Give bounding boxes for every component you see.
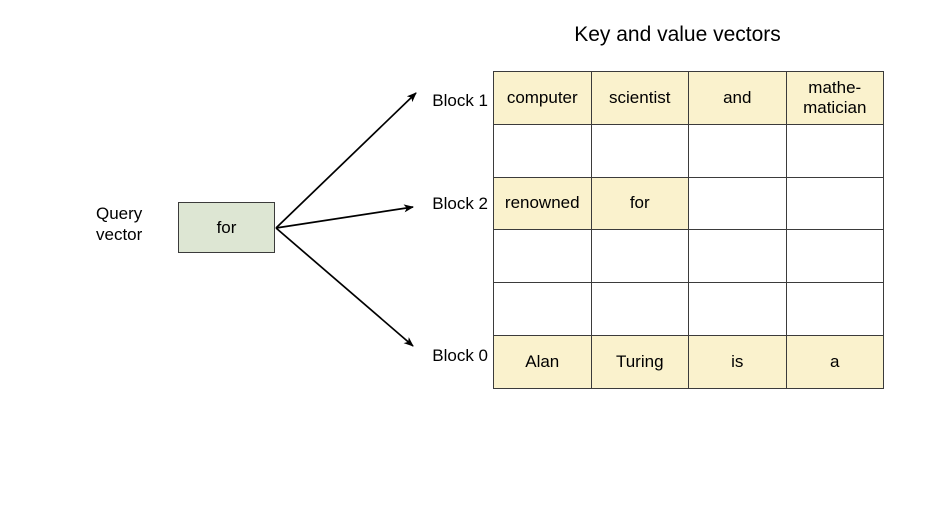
table-cell[interactable]: [493, 229, 592, 284]
query-vector-token: for: [216, 217, 237, 237]
query-vector-box[interactable]: for: [178, 202, 275, 253]
block-label-2: Block 2: [432, 194, 488, 213]
table-cell[interactable]: [493, 282, 592, 336]
table-cell[interactable]: [590, 229, 689, 284]
table-cell[interactable]: is: [688, 334, 787, 389]
page-title: Key and value vectors: [574, 23, 781, 46]
block-label-1: Block 1: [432, 91, 488, 110]
table-cell[interactable]: [688, 229, 787, 284]
table-cell[interactable]: [785, 123, 884, 178]
table-cell[interactable]: [688, 176, 787, 231]
table-cell[interactable]: [785, 229, 884, 284]
table-cell[interactable]: renowned: [493, 176, 592, 231]
table-row: [493, 282, 884, 336]
table-cell[interactable]: scientist: [590, 71, 689, 125]
table-row: [493, 229, 884, 284]
table-cell[interactable]: and: [688, 71, 787, 125]
table-cell[interactable]: [493, 123, 592, 178]
table-row: [493, 123, 884, 178]
table-cell[interactable]: [688, 123, 787, 178]
table-cell[interactable]: computer: [493, 71, 592, 125]
table-cell[interactable]: Turing: [590, 334, 689, 389]
table-cell[interactable]: for: [590, 176, 689, 231]
query-vector-label: Query vector: [96, 203, 174, 245]
table-cell[interactable]: Alan: [493, 334, 592, 389]
table-cell[interactable]: [590, 282, 689, 336]
block-label-0: Block 0: [432, 346, 488, 365]
table-cell[interactable]: [590, 123, 689, 178]
arrow-to-block-2: [275, 204, 414, 229]
query-vector-label-line2: vector: [96, 225, 143, 244]
query-vector-label-line1: Query: [96, 204, 143, 223]
arrow-to-block-1: [275, 92, 417, 229]
table-cell[interactable]: [688, 282, 787, 336]
table-cell[interactable]: [785, 176, 884, 231]
table-cell[interactable]: mathe-matician: [785, 71, 884, 125]
table-cell[interactable]: [785, 282, 884, 336]
arrow-to-block-0: [275, 227, 414, 347]
table-cell[interactable]: a: [785, 334, 884, 389]
